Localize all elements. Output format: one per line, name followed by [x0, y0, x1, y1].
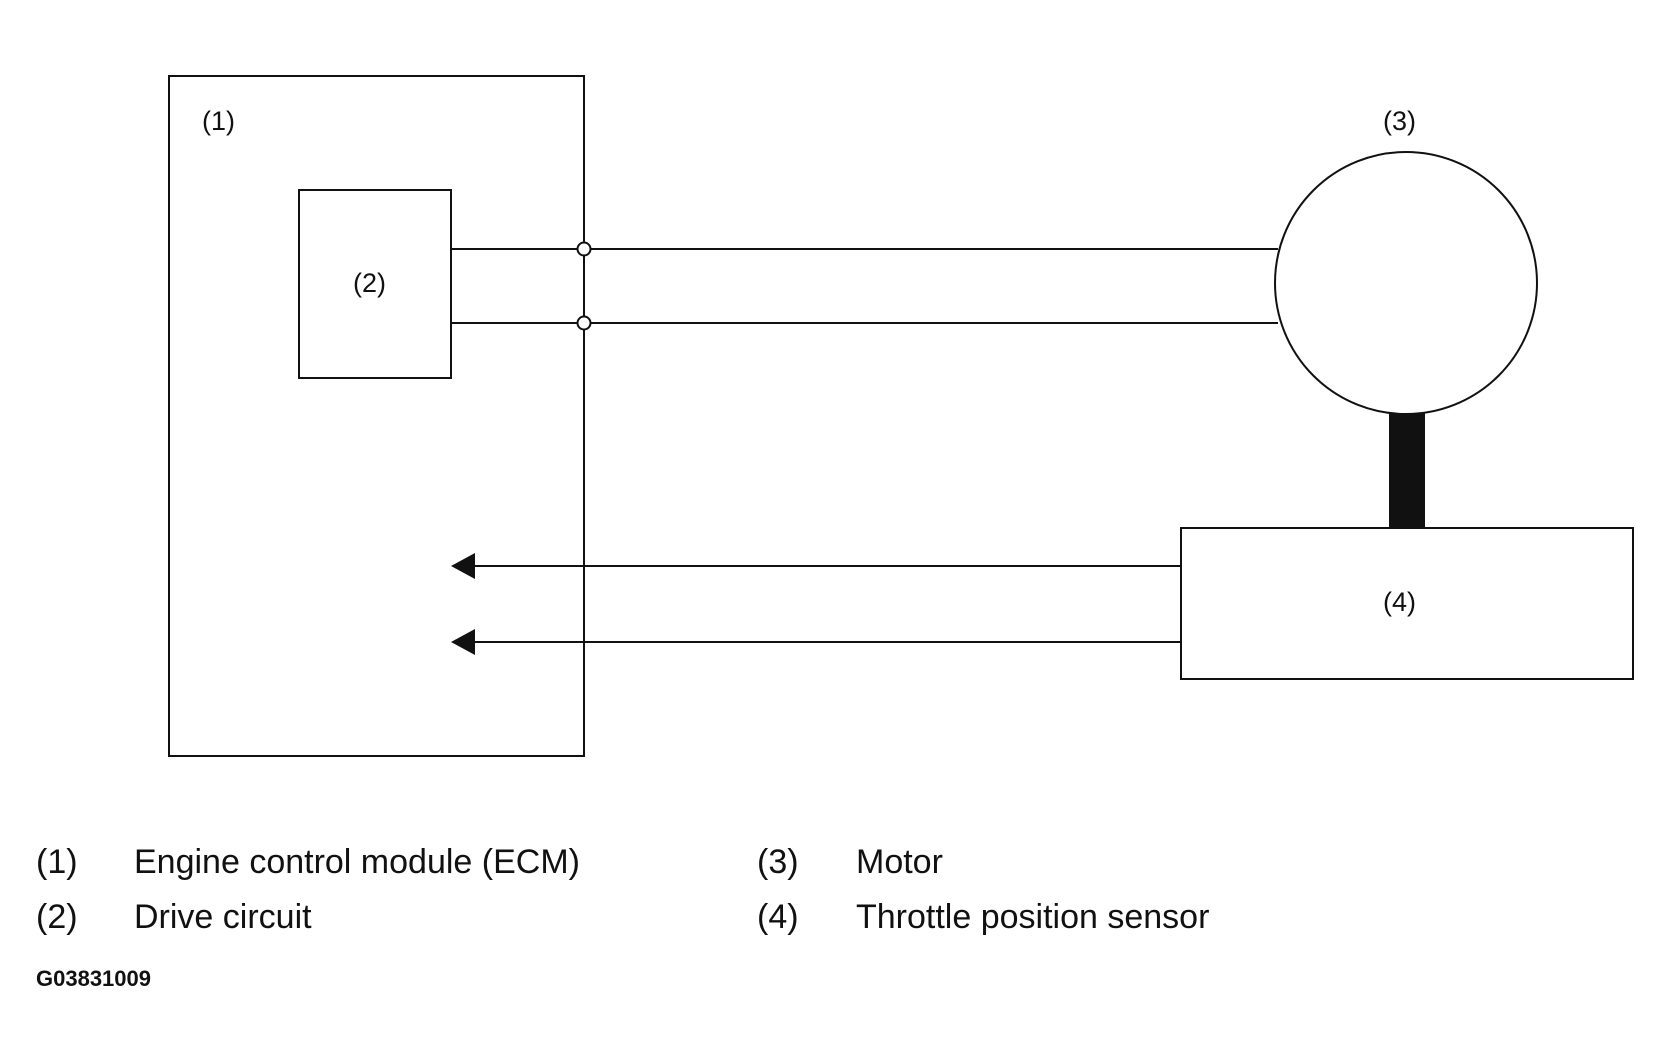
legend-number: (4) — [757, 898, 799, 936]
callout-motor: (3) — [1383, 106, 1416, 136]
callout-ecm: (1) — [202, 106, 235, 136]
callout-drive-circuit: (2) — [353, 268, 386, 298]
ecm-box — [168, 75, 585, 757]
legend-label: Throttle position sensor — [856, 898, 1210, 936]
legend-label: Engine control module (ECM) — [134, 843, 580, 881]
arrow-head-upper — [451, 553, 475, 579]
legend-label: Motor — [856, 843, 943, 881]
motor-circle — [1274, 151, 1538, 415]
motor-shaft — [1389, 413, 1425, 528]
figure-id: G03831009 — [36, 966, 151, 991]
callout-throttle-sensor: (4) — [1383, 587, 1416, 617]
legend-number: (2) — [36, 898, 78, 936]
drive-circuit-box — [298, 189, 452, 379]
legend-number: (1) — [36, 843, 78, 881]
throttle-sensor-box — [1180, 527, 1634, 680]
legend-label: Drive circuit — [134, 898, 312, 936]
terminal-lower — [576, 315, 592, 331]
arrow-head-lower — [451, 629, 475, 655]
legend-number: (3) — [757, 843, 799, 881]
terminal-upper — [576, 241, 592, 257]
